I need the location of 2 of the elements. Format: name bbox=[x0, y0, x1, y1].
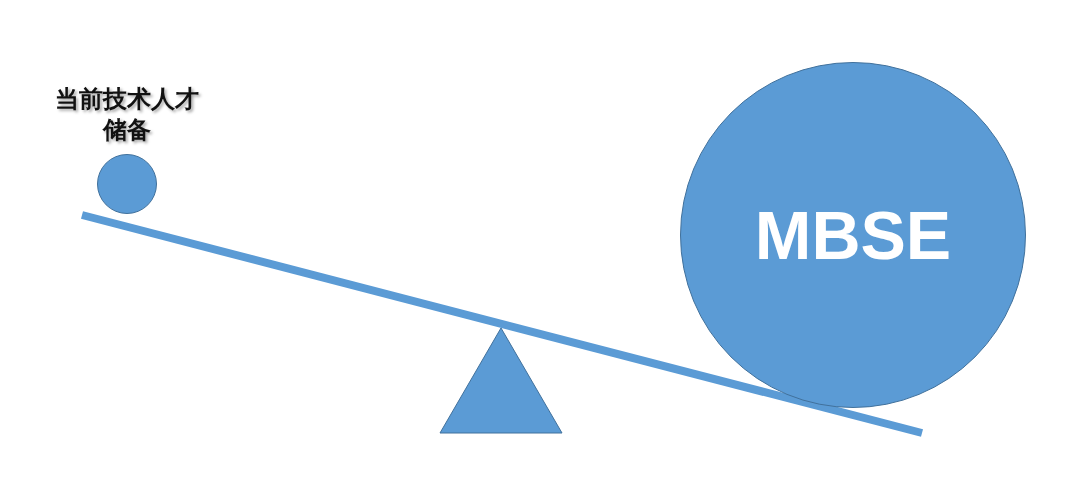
ball-label: 当前技术人才储备 bbox=[54, 84, 200, 147]
ball-label: MBSE bbox=[754, 196, 952, 274]
